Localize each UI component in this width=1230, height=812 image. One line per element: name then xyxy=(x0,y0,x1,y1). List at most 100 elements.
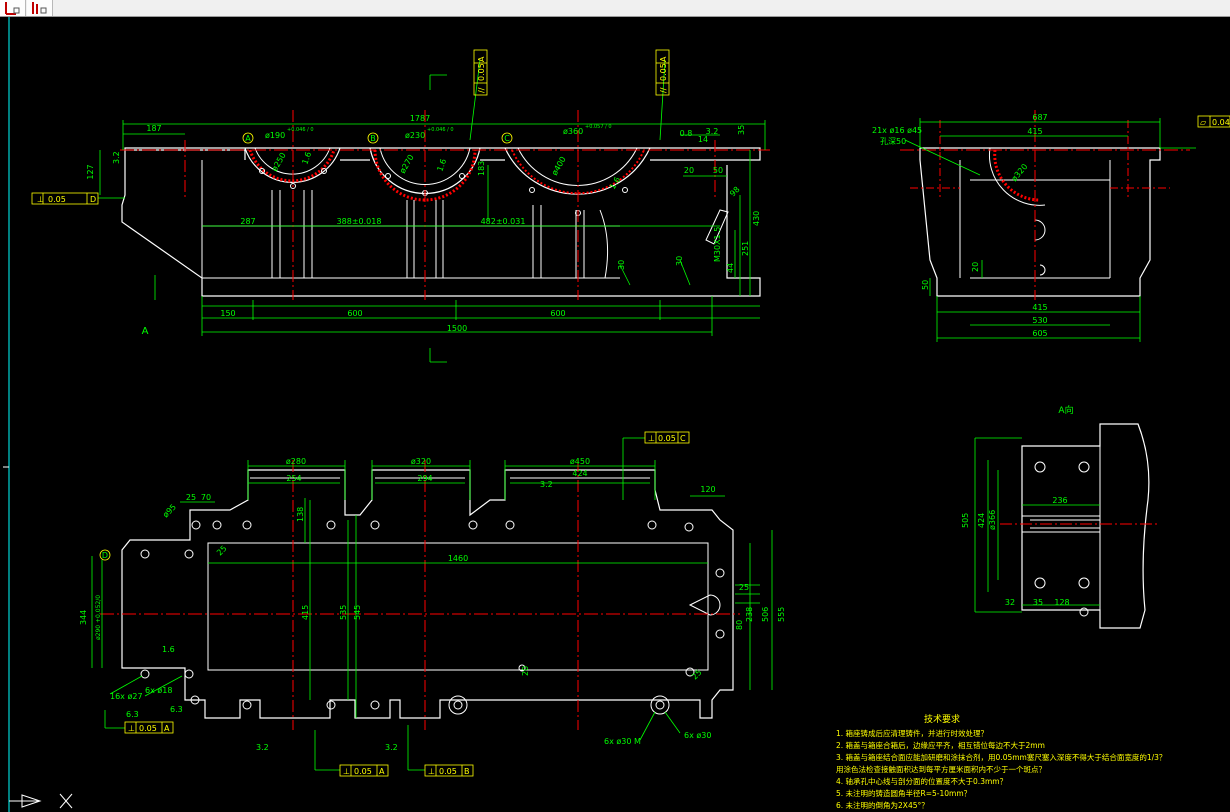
drawing-canvas[interactable]: 1787 187 127 A B C ø190 +0.046 / 0 ø230 … xyxy=(0,17,1230,812)
svg-text:⊥: ⊥ xyxy=(37,195,44,204)
technical-requirements: 技术要求 1. 箱座铸成后应清理铸件，并进行时效处理？ 2. 箱盖与箱座合箱后，… xyxy=(836,713,1166,810)
plan-roughness-3-2: 3.2 xyxy=(540,480,553,489)
a-dim-366: ø366 xyxy=(988,510,997,530)
plan-dia-450: ø450 xyxy=(570,457,590,466)
svg-text:0.05: 0.05 xyxy=(48,195,66,204)
a-dim-424: 424 xyxy=(977,513,986,528)
a-dim-236: 236 xyxy=(1052,496,1067,505)
plan-dia-320: ø320 xyxy=(411,457,431,466)
a-view-title: A向 xyxy=(1058,404,1073,416)
dim-overall-length: 1787 xyxy=(410,114,430,123)
svg-text:⊥: ⊥ xyxy=(428,767,435,776)
plan-dim-424: 424 xyxy=(572,469,587,478)
dim-1500: 1500 xyxy=(447,324,467,333)
plan-dim-254: 254 xyxy=(286,474,301,483)
side-view: 687 415 21x ø16 ø45 孔深50 ø320 20 50 415 … xyxy=(872,110,1230,342)
note-line-3: 3. 箱盖与箱座结合面应能加研磨和涂抹合剂，用0.05mm塞尺塞入深度不得大于结… xyxy=(836,752,1166,762)
plan-dim-138: 138 xyxy=(296,507,305,522)
side-hole-depth: 孔深50 xyxy=(880,137,906,146)
a-direction-view: A向 505 424 ø366 236 32 35 128 xyxy=(961,404,1160,629)
plan-dim-120: 120 xyxy=(700,485,715,494)
plan-dim-25: 25 xyxy=(186,493,196,502)
plan-dim-535: 535 xyxy=(339,605,348,620)
dim-50: 50 xyxy=(713,166,723,175)
gdt-frame-top2: A 0.05 // xyxy=(655,49,670,96)
plan-dim-506: 506 xyxy=(761,607,770,622)
dim-150: 150 xyxy=(220,309,235,318)
note-line-1: 1. 箱座铸成后应清理铸件，并进行时效处理？ xyxy=(836,728,988,738)
plan-dim-238: 238 xyxy=(745,607,754,622)
fit-view-button[interactable] xyxy=(0,0,26,16)
svg-text:0.05: 0.05 xyxy=(354,767,372,776)
plan-roughness-6-3a: 6.3 xyxy=(126,710,139,719)
plan-dim-d: ø290 +0.052/0 xyxy=(95,595,102,640)
notes-title: 技术要求 xyxy=(924,713,960,725)
note-line-5: 4. 轴承孔中心线与剖分面的位置度不大于0.3mm？ xyxy=(836,776,1007,786)
tol-bore-c: +0.057 / 0 xyxy=(585,124,612,130)
dim-251: 251 xyxy=(741,241,750,256)
a-dim-128: 128 xyxy=(1054,598,1069,607)
fit-view-icon xyxy=(5,2,20,15)
plan-dia-280: ø280 xyxy=(286,457,306,466)
dim-430: 430 xyxy=(752,211,761,226)
svg-text:A: A xyxy=(379,767,385,776)
plan-holes-6: 6x ø18 xyxy=(145,686,172,695)
svg-text:A: A xyxy=(477,56,486,62)
roughness-c: 1.6 xyxy=(608,175,622,191)
dim-600a: 600 xyxy=(347,309,362,318)
plan-dim-555: 555 xyxy=(777,607,786,622)
svg-text:D: D xyxy=(90,195,96,204)
plan-dim-25b: 25 xyxy=(739,583,749,592)
plan-roughness-6-3b: 6.3 xyxy=(170,705,183,714)
dim-14: 14 xyxy=(698,135,708,144)
plan-dim-25d: 25 xyxy=(215,544,229,558)
plan-roughness-3-2a: 3.2 xyxy=(256,743,269,752)
gdt-frame-left: ⊥ 0.05 D xyxy=(31,192,99,205)
plan-gdt-frame-4: ⊥ 0.05 C xyxy=(644,431,690,444)
svg-text:A: A xyxy=(659,56,668,62)
side-dim-415: 415 xyxy=(1027,127,1042,136)
a-dim-505: 505 xyxy=(961,513,970,528)
side-gdt-frame: ▱ 0.04 xyxy=(1197,115,1230,128)
note-line-6: 5. 未注明的铸造圆角半径R=5-10mm？ xyxy=(836,788,971,798)
roughness-left: 3.2 xyxy=(112,151,121,164)
dim-left-step: 187 xyxy=(146,124,161,133)
note-line-4: 用涂色法检查接触面积达到每平方厘米面积内不少于一个斑点？ xyxy=(836,764,1046,774)
dim-3-2: 3.2 xyxy=(706,127,719,136)
plan-dim-294: 294 xyxy=(417,474,432,483)
plan-tap-callout: 6x ø30 M xyxy=(604,737,641,746)
plan-roughness-3-2b: 3.2 xyxy=(385,743,398,752)
dim-287: 287 xyxy=(240,217,255,226)
plan-dim-344: 344 xyxy=(79,610,88,625)
side-dim-20: 20 xyxy=(971,262,980,272)
svg-text:0.05: 0.05 xyxy=(439,767,457,776)
dim-183: 183 xyxy=(477,161,486,176)
dim-0-8: 0.8 xyxy=(680,129,693,138)
dim-600b: 600 xyxy=(550,309,565,318)
side-dim-605: 605 xyxy=(1032,329,1047,338)
dim-44: 44 xyxy=(726,263,735,273)
bore-label-a: A xyxy=(245,134,251,143)
tol-bore-b: +0.046 / 0 xyxy=(427,127,454,133)
dim-35: 35 xyxy=(737,125,746,135)
side-dim-687: 687 xyxy=(1032,113,1047,122)
dim-bolt-circle-b: ø270 xyxy=(398,153,416,175)
svg-text:⊥: ⊥ xyxy=(343,767,350,776)
plan-dim-70: 70 xyxy=(201,493,211,502)
dim-482: 482±0.031 xyxy=(481,217,526,226)
side-dim-530: 530 xyxy=(1032,316,1047,325)
zoom-button[interactable] xyxy=(27,0,53,16)
bore-label-c: C xyxy=(504,134,510,143)
side-dim-50: 50 xyxy=(921,280,930,290)
plan-gdt-frame-3: ⊥ 0.05 B xyxy=(424,764,474,777)
svg-text:0.04: 0.04 xyxy=(1212,118,1230,127)
dim-bolt-circle-a: ø250 xyxy=(270,151,288,173)
dim-bore-c: ø360 xyxy=(563,127,583,136)
zoom-icon xyxy=(32,2,47,14)
plan-gdt-frame-1: ⊥ 0.05 A xyxy=(124,721,174,734)
front-view: 1787 187 127 A B C ø190 +0.046 / 0 ø230 … xyxy=(31,49,770,363)
svg-text:⊥: ⊥ xyxy=(648,434,655,443)
plan-hole-callout: 6x ø30 xyxy=(684,731,711,740)
dim-bore-b: ø230 xyxy=(405,131,425,140)
dim-20: 20 xyxy=(684,166,694,175)
